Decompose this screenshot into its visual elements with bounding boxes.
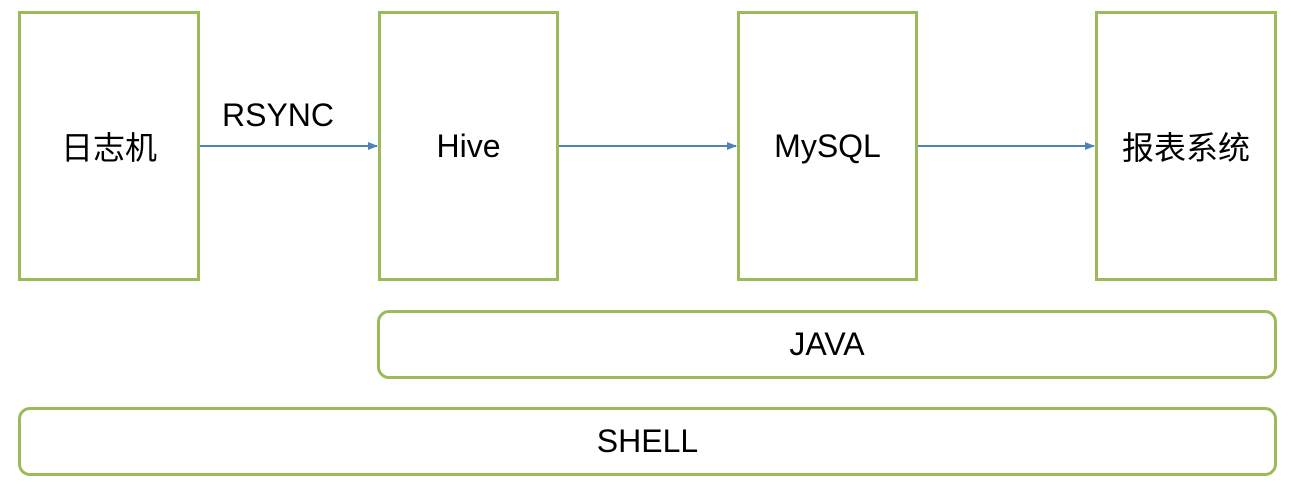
layer-shell: SHELL: [18, 407, 1277, 476]
edge-label-rsync: RSYNC: [222, 97, 335, 133]
layer-java: JAVA: [377, 310, 1277, 379]
node-report-system-label: 报表系统: [1121, 130, 1250, 166]
node-mysql-label: MySQL: [774, 127, 881, 164]
layer-shell-label: SHELL: [596, 423, 699, 459]
node-log-machine-label: 日志机: [60, 130, 157, 166]
node-hive-label: Hive: [436, 127, 501, 164]
node-mysql: MySQL: [737, 11, 918, 281]
node-report-system: 报表系统: [1095, 11, 1277, 281]
node-hive: Hive: [378, 11, 559, 281]
layer-java-label: JAVA: [789, 326, 865, 362]
node-log-machine: 日志机: [18, 11, 200, 281]
